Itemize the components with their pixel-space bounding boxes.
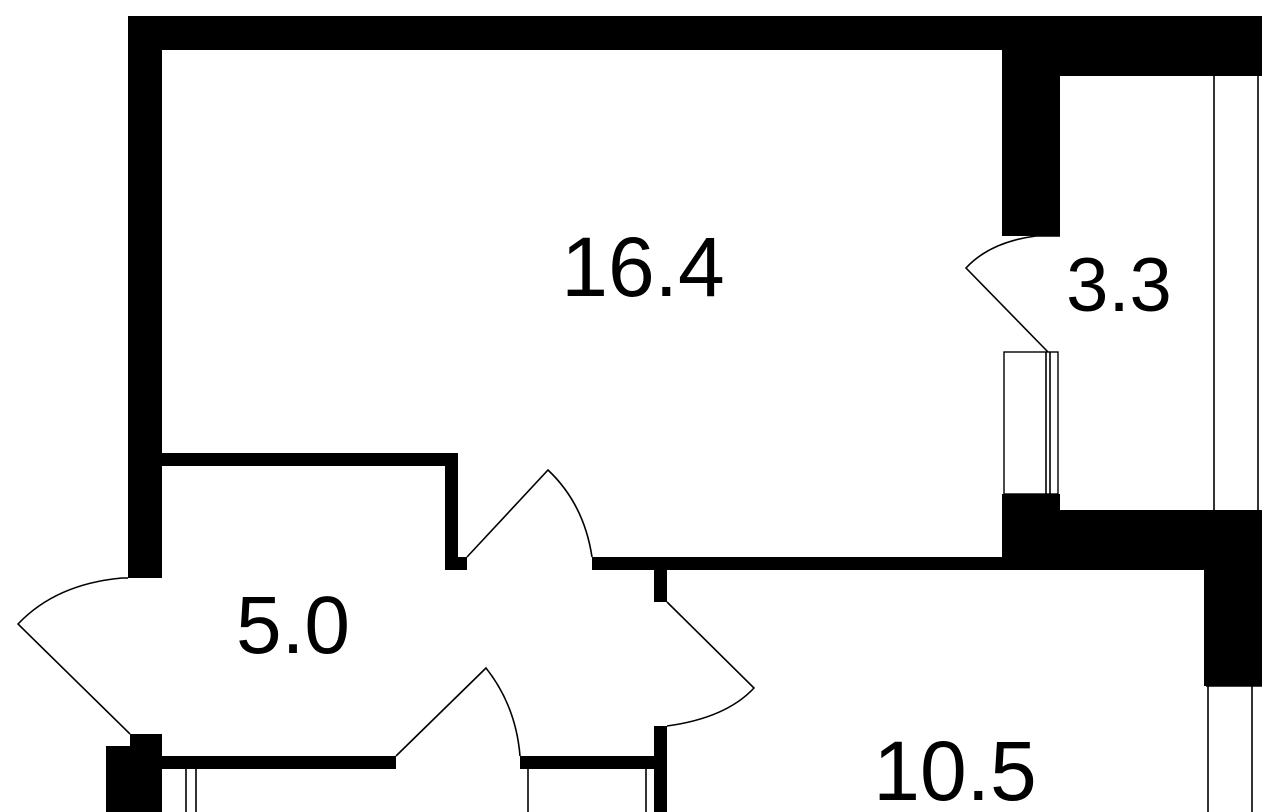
wall-left-lower-outer xyxy=(106,746,136,812)
wall-balcony-pier-upper xyxy=(1002,50,1060,236)
wall-living-kitchen xyxy=(592,557,1204,570)
kitchen-door-swing xyxy=(666,601,756,727)
walls xyxy=(106,16,1262,812)
wall-hall-top-vertical xyxy=(445,453,458,557)
wall-hall-top xyxy=(162,453,458,466)
room-balcony-area: 3.3 xyxy=(1066,243,1172,328)
wall-living-door-stub xyxy=(445,557,467,570)
room-kitchen-area: 10.5 xyxy=(873,724,1037,812)
living-balcony-window xyxy=(1003,351,1059,495)
room-hall-area: 5.0 xyxy=(236,580,350,671)
living-door-swing xyxy=(466,468,593,558)
wall-top xyxy=(128,16,1262,50)
bathroom-door-swing xyxy=(395,666,521,757)
wall-kitchen-left-lower xyxy=(654,726,667,812)
entrance-door-swing xyxy=(16,577,131,735)
doors xyxy=(16,235,1060,757)
wall-hall-bottom-right xyxy=(520,756,654,769)
room-labels: 16.4 3.3 5.0 10.5 xyxy=(236,220,1172,812)
wall-kitchen-right xyxy=(1204,510,1262,686)
room-living-area: 16.4 xyxy=(561,220,725,314)
balcony-door-swing xyxy=(964,235,1060,353)
wall-balcony-top xyxy=(1060,50,1262,76)
wall-kitchen-stub xyxy=(654,570,667,602)
wall-hall-bottom-left xyxy=(162,756,396,769)
wall-left-upper xyxy=(128,16,162,578)
windows xyxy=(137,76,1262,812)
